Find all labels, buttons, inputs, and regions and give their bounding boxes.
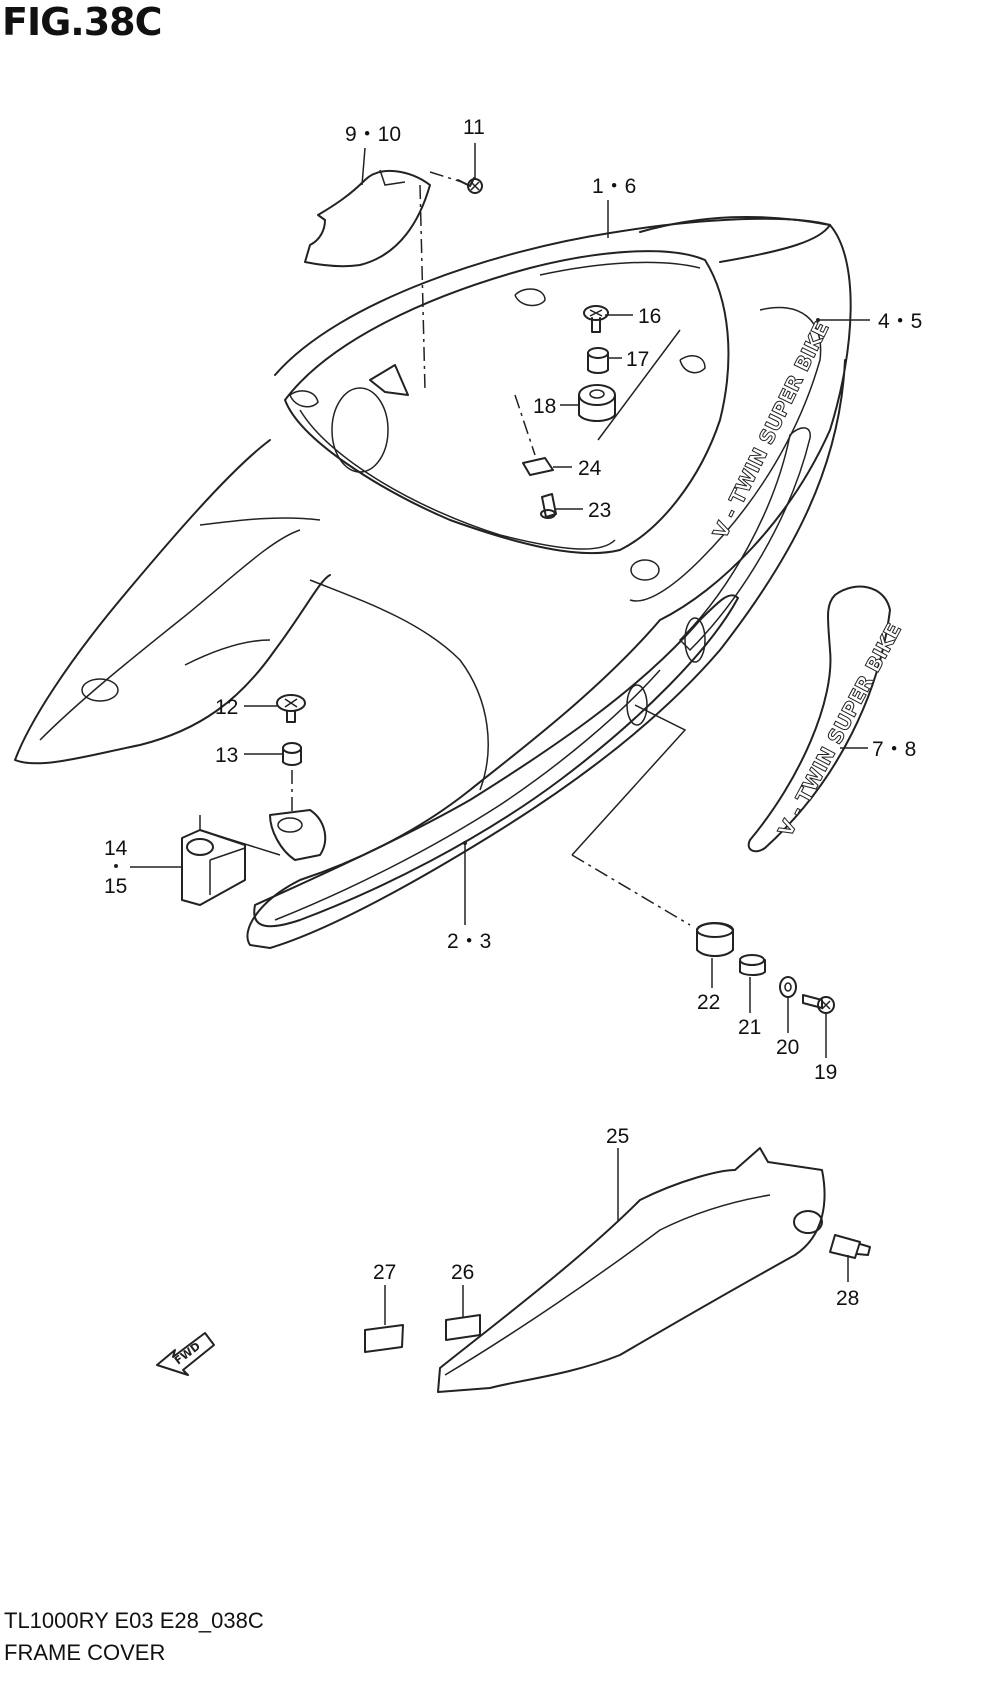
callout-22: 22 <box>697 991 720 1014</box>
collar-13[interactable] <box>282 742 302 815</box>
callout-20: 20 <box>776 1036 799 1059</box>
callout-16: 16 <box>638 305 661 328</box>
fwd-arrow-icon: FWD <box>156 1332 215 1376</box>
clip-nut-24[interactable] <box>514 394 554 476</box>
callout-12: 12 <box>215 696 238 719</box>
callout-25: 25 <box>606 1125 629 1148</box>
callout-14: 14 <box>104 837 128 860</box>
callout-28: 28 <box>836 1287 859 1310</box>
figure-title: FIG.38C <box>2 0 162 44</box>
washer-20[interactable] <box>779 976 797 998</box>
callout-27: 27 <box>373 1261 396 1284</box>
lock-bracket[interactable] <box>181 815 281 906</box>
screw-23[interactable] <box>540 493 557 519</box>
callout-4-5: 4・5 <box>878 310 922 333</box>
pad-27[interactable] <box>364 1324 404 1353</box>
pad-26[interactable] <box>445 1314 481 1341</box>
callout-13: 13 <box>215 744 238 767</box>
clip-28[interactable] <box>829 1234 871 1259</box>
screw-16[interactable] <box>583 305 609 333</box>
tail-light-bracket[interactable] <box>304 169 431 391</box>
lower-side-panel[interactable] <box>253 594 739 928</box>
screw-19[interactable] <box>802 994 835 1014</box>
callout-2-3: 2・3 <box>447 930 491 953</box>
grommet-leader-dash <box>571 854 691 926</box>
diagram-code: TL1000RY E03 E28_038C <box>4 1608 264 1633</box>
collar-17[interactable] <box>587 347 609 374</box>
svg-text:V - TWIN SUPER BIKE: V - TWIN SUPER BIKE <box>708 318 834 542</box>
screw-11[interactable] <box>429 171 483 194</box>
callout-15: 15 <box>104 875 127 898</box>
callout-9-10: 9・10 <box>345 123 401 146</box>
seat-tail-cover[interactable] <box>14 215 852 949</box>
callout-17: 17 <box>626 348 649 371</box>
leader-4-5-dot <box>816 318 820 322</box>
callout-23: 23 <box>588 499 611 522</box>
screw-12[interactable] <box>276 694 306 723</box>
v-twin-badge[interactable]: V - TWIN SUPER BIKE <box>747 585 907 853</box>
collar-21[interactable] <box>739 954 766 976</box>
frame-cover-25[interactable] <box>437 1147 826 1393</box>
callout-1-6: 1・6 <box>592 175 636 198</box>
grommet-leader <box>571 704 687 856</box>
leader-9-10 <box>361 147 366 186</box>
svg-text:V - TWIN SUPER BIKE: V - TWIN SUPER BIKE <box>773 619 906 840</box>
diagram-name: FRAME COVER <box>4 1640 166 1665</box>
callout-24: 24 <box>578 457 602 480</box>
callout-19: 19 <box>814 1061 837 1084</box>
callout-11: 11 <box>463 116 485 139</box>
grommet-18[interactable] <box>578 329 681 441</box>
svg-text:FWD: FWD <box>172 1340 203 1368</box>
callout-18: 18 <box>533 395 556 418</box>
callout-26: 26 <box>451 1261 474 1284</box>
callout-7-8: 7・8 <box>872 738 916 761</box>
leader-2-3-dot <box>463 841 467 845</box>
leader-14-15-dot <box>114 864 118 868</box>
callout-21: 21 <box>738 1016 761 1039</box>
grommet-22[interactable] <box>696 922 734 957</box>
